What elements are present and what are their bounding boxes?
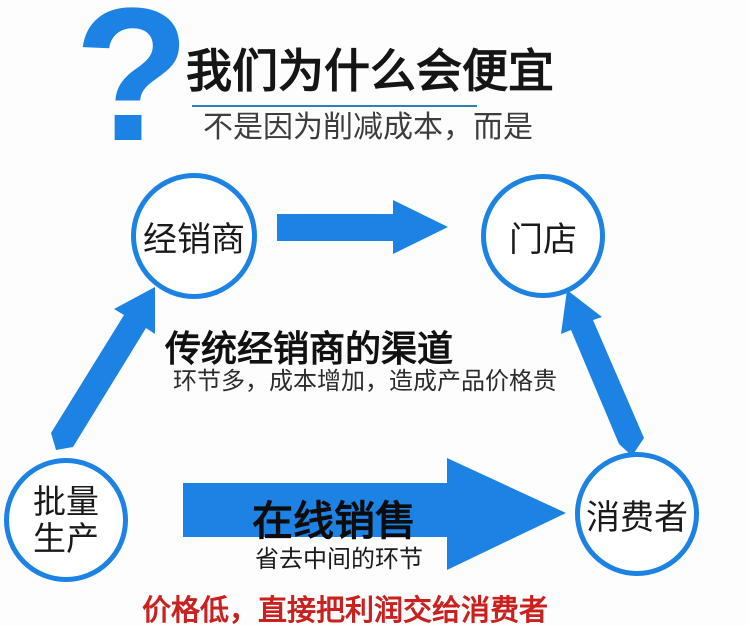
page-title: 我们为什么会便宜 — [186, 45, 554, 97]
node-store: 门店 — [481, 174, 605, 298]
node-distributor-label: 经销商 — [143, 220, 245, 259]
node-batch-line2: 生产 — [33, 520, 99, 557]
node-distributor: 经销商 — [131, 173, 257, 299]
footer-highlight: 价格低，直接把利润交给消费者 — [142, 595, 549, 626]
node-batch-production-label: 批量 生产 — [33, 483, 99, 557]
node-store-label: 门店 — [509, 220, 577, 259]
arrow-online-sales-icon — [183, 458, 566, 570]
traditional-channel-description: 环节多，成本增加，造成产品价格贵 — [173, 368, 557, 395]
arrow-batch-to-distributor-icon — [51, 287, 155, 450]
online-sales-subtext: 省去中间的环节 — [255, 546, 423, 573]
arrow-consumer-to-store-icon — [561, 290, 644, 456]
node-consumer: 消费者 — [575, 452, 699, 576]
arrow-distributor-to-store-icon — [277, 200, 448, 254]
node-batch-line1: 批量 — [33, 483, 99, 520]
online-sales-label: 在线销售 — [252, 498, 416, 544]
subtitle: 不是因为削减成本，而是 — [203, 111, 533, 144]
traditional-channel-heading: 传统经销商的渠道 — [165, 328, 454, 369]
title-underline — [192, 105, 477, 107]
question-mark-icon: ? — [74, 0, 191, 181]
node-consumer-label: 消费者 — [586, 498, 688, 537]
node-batch-production: 批量 生产 — [4, 458, 128, 582]
